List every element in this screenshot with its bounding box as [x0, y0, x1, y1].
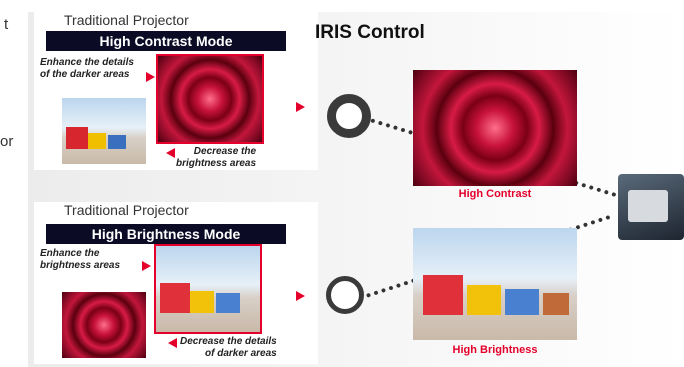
town-image	[62, 98, 146, 164]
decrease-note-line: Decrease the	[193, 146, 257, 157]
rose-image	[156, 54, 264, 144]
enhance-note-line: brightness areas	[40, 260, 121, 271]
arrow-to-large-iris-icon	[296, 291, 305, 301]
iris-diagram: Traditional Projector High Contrast Mode…	[28, 12, 684, 367]
cut-text-top: t	[4, 16, 9, 33]
panel-heading: Traditional Projector	[64, 12, 189, 28]
high-contrast-rose-image	[413, 70, 577, 186]
enhance-note-line: of the darker areas	[40, 69, 130, 80]
decrease-arrow-icon	[166, 148, 175, 158]
high-brightness-town-image	[413, 228, 577, 340]
high-brightness-caption: High Brightness	[452, 344, 538, 356]
panel-high-contrast: Traditional Projector High Contrast Mode…	[34, 12, 318, 170]
town-image	[154, 244, 262, 334]
projector-device-image	[618, 174, 684, 240]
enhance-note-line: Enhance the	[40, 248, 100, 259]
rose-image	[62, 292, 146, 358]
enhance-note: Enhance the details of the darker areas	[40, 57, 134, 81]
panel-heading: Traditional Projector	[64, 202, 189, 218]
decrease-note: Decrease the brightness areas	[176, 146, 256, 170]
iris-large-aperture-icon	[326, 276, 364, 314]
arrow-to-small-iris-icon	[296, 102, 305, 112]
cut-text-middle: or	[0, 133, 14, 150]
decrease-note-line: brightness areas	[176, 158, 257, 169]
decrease-note-line: Decrease the details	[180, 336, 277, 347]
enhance-arrow-icon	[142, 261, 151, 271]
iris-title: IRIS Control	[315, 22, 425, 43]
enhance-note: Enhance the brightness areas	[40, 248, 120, 272]
decrease-arrow-icon	[168, 338, 177, 348]
mode-label: High Contrast Mode	[46, 31, 286, 51]
mode-label: High Brightness Mode	[46, 224, 286, 244]
iris-small-aperture-icon	[327, 94, 371, 138]
decrease-note: Decrease the details of darker areas	[180, 336, 277, 360]
panel-high-brightness: Traditional Projector High Brightness Mo…	[34, 202, 318, 364]
enhance-note-line: Enhance the details	[40, 57, 134, 68]
high-contrast-caption: High Contrast	[458, 188, 532, 200]
enhance-arrow-icon	[146, 72, 155, 82]
decrease-note-line: of darker areas	[205, 348, 277, 359]
